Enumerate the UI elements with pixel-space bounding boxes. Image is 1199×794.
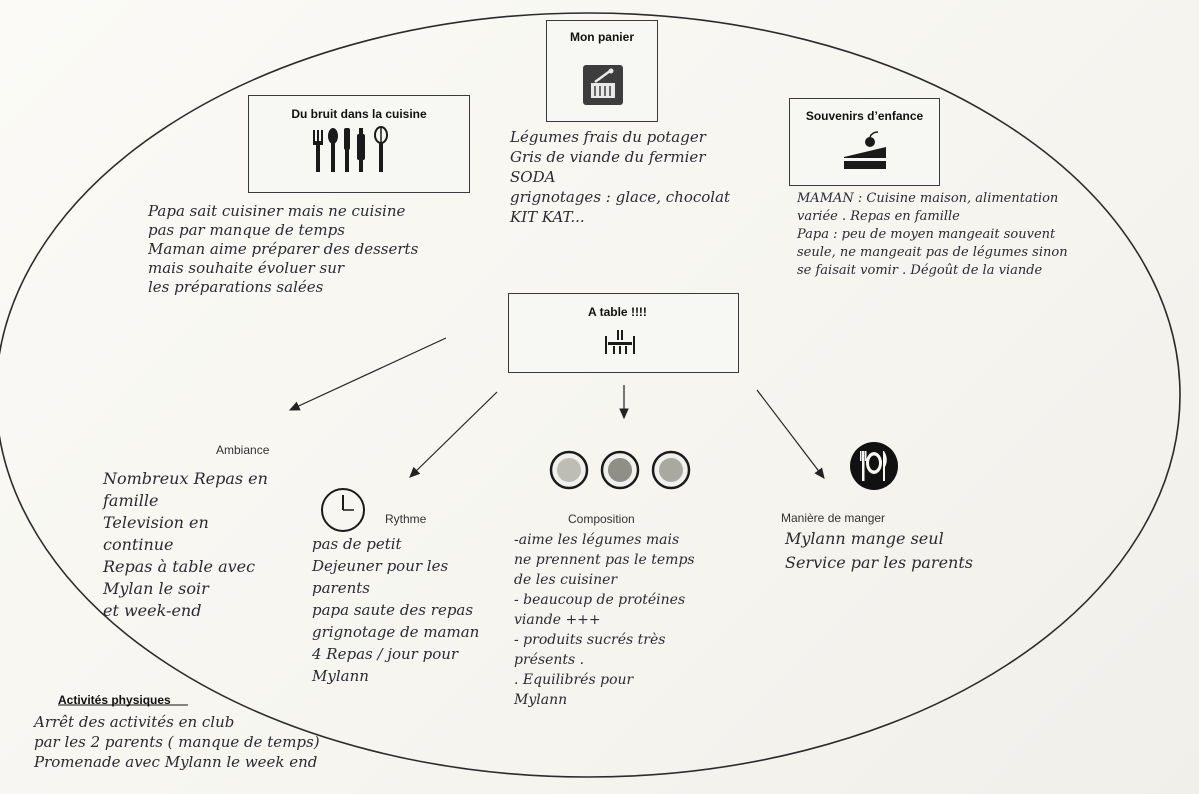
mind-map-ellipse [0, 12, 1181, 778]
maniere-label: Manière de manger [781, 511, 886, 525]
activites-notes: Arrêt des activités en club par les 2 pa… [34, 713, 320, 771]
panier-notes: Légumes frais du potager Gris de viande … [510, 128, 731, 226]
clock-icon [321, 488, 365, 532]
cutlery-circle-icon [850, 442, 898, 490]
activites-label: Activités physiques [58, 693, 171, 707]
basket-icon [583, 65, 623, 105]
souvenirs-title: Souvenirs d’enfance [805, 109, 924, 123]
cake-slice-icon [844, 131, 886, 169]
arrow-to-rythme [409, 391, 498, 478]
ambiance-notes: Nombreux Repas en famille Television en … [103, 469, 268, 620]
souvenirs-box: Souvenirs d’enfance [789, 98, 940, 186]
bruit-cuisine-box: Du bruit dans la cuisine [248, 95, 470, 193]
bruit-notes: Papa sait cuisiner mais ne cuisine pas p… [148, 202, 419, 296]
a-table-title: A table !!!! [588, 305, 647, 319]
bruit-cuisine-title: Du bruit dans la cuisine [291, 107, 427, 121]
mon-panier-title: Mon panier [569, 30, 634, 44]
a-table-box: A table !!!! [508, 293, 739, 373]
maniere-notes: Mylann mange seul Service par les parent… [785, 529, 973, 572]
ambiance-label: Ambiance [216, 443, 270, 457]
kitchen-utensils-icon [313, 126, 388, 172]
rythme-label: Rythme [385, 512, 427, 526]
souvenirs-notes: MAMAN : Cuisine maison, alimentation var… [797, 191, 1068, 278]
food-plates-icon [549, 450, 691, 490]
rythme-notes: pas de petit Dejeuner pour les parents p… [312, 535, 480, 685]
composition-notes: -aime les légumes mais ne prennent pas l… [514, 532, 695, 708]
mon-panier-box: Mon panier [546, 20, 658, 122]
table-setting-icon [605, 330, 635, 354]
arrow-to-maniere [756, 389, 825, 479]
composition-label: Composition [568, 512, 635, 526]
arrow-to-ambiance [288, 337, 447, 411]
